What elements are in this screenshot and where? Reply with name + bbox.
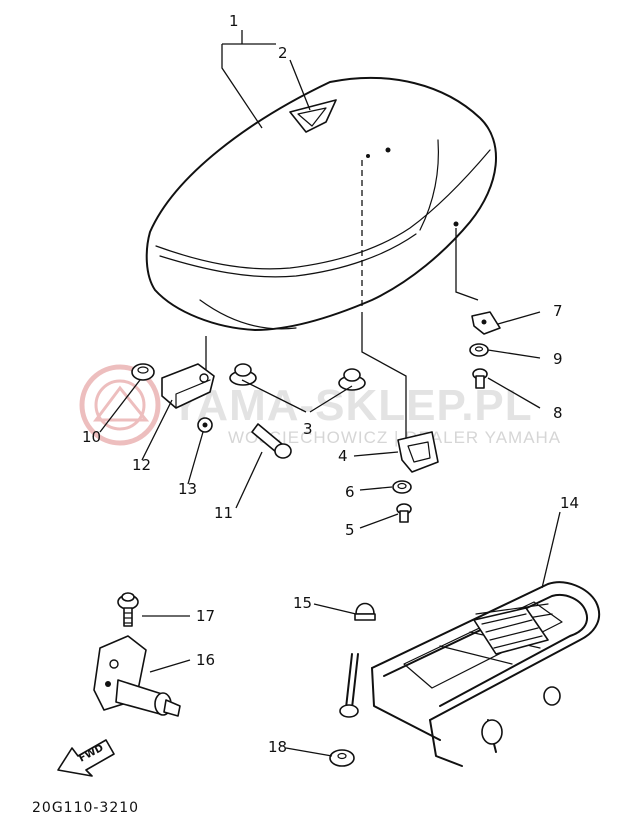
callout-2: 2 <box>278 44 288 62</box>
bolt-17 <box>117 592 139 627</box>
callout-numbers: 1 2 3 4 5 6 7 8 9 10 11 12 13 14 15 16 1… <box>82 12 579 756</box>
callout-1: 1 <box>229 12 239 30</box>
callout-12: 12 <box>132 456 151 474</box>
screw-5 <box>396 503 412 523</box>
callout-11: 11 <box>214 504 233 522</box>
callout-17: 17 <box>196 607 215 625</box>
leader-lines <box>99 30 561 757</box>
washer-18 <box>329 749 355 767</box>
damper-3a <box>229 363 257 386</box>
bolt-11 <box>251 423 292 459</box>
seat <box>145 76 497 331</box>
callout-3: 3 <box>303 420 313 438</box>
callout-8: 8 <box>553 404 563 422</box>
cap-nut-15 <box>354 602 376 621</box>
callout-6: 6 <box>345 483 355 501</box>
callout-18: 18 <box>268 738 287 756</box>
callout-16: 16 <box>196 651 215 669</box>
seat-hook-4 <box>397 431 439 473</box>
bracket-7 <box>471 311 501 335</box>
callout-4: 4 <box>338 447 348 465</box>
damper-3b <box>338 368 366 391</box>
nut-6 <box>392 480 412 494</box>
callout-9: 9 <box>553 350 563 368</box>
callout-10: 10 <box>82 428 101 446</box>
rear-carrier <box>339 581 601 767</box>
watermark-dealer: WOJCIECHOWICZ | DEALER YAMAHA <box>228 428 561 447</box>
dealer-logo <box>79 364 161 446</box>
callout-15: 15 <box>293 594 312 612</box>
seat-emblem <box>289 99 337 133</box>
fwd-arrow: FWD <box>57 739 115 777</box>
nut-9 <box>469 343 489 357</box>
callout-13: 13 <box>178 480 197 498</box>
collar-10 <box>131 363 155 381</box>
nut-13 <box>197 417 213 433</box>
guide-seat-to-bracket <box>455 228 479 301</box>
callout-7: 7 <box>553 302 563 320</box>
bracket-12 <box>161 363 215 409</box>
seat-lock <box>93 635 181 717</box>
callout-5: 5 <box>345 521 355 539</box>
callout-14: 14 <box>560 494 579 512</box>
guide-seat-to-hook <box>361 312 407 440</box>
bolt-8 <box>472 368 488 389</box>
diagram-code: 20G110-3210 <box>32 800 139 816</box>
